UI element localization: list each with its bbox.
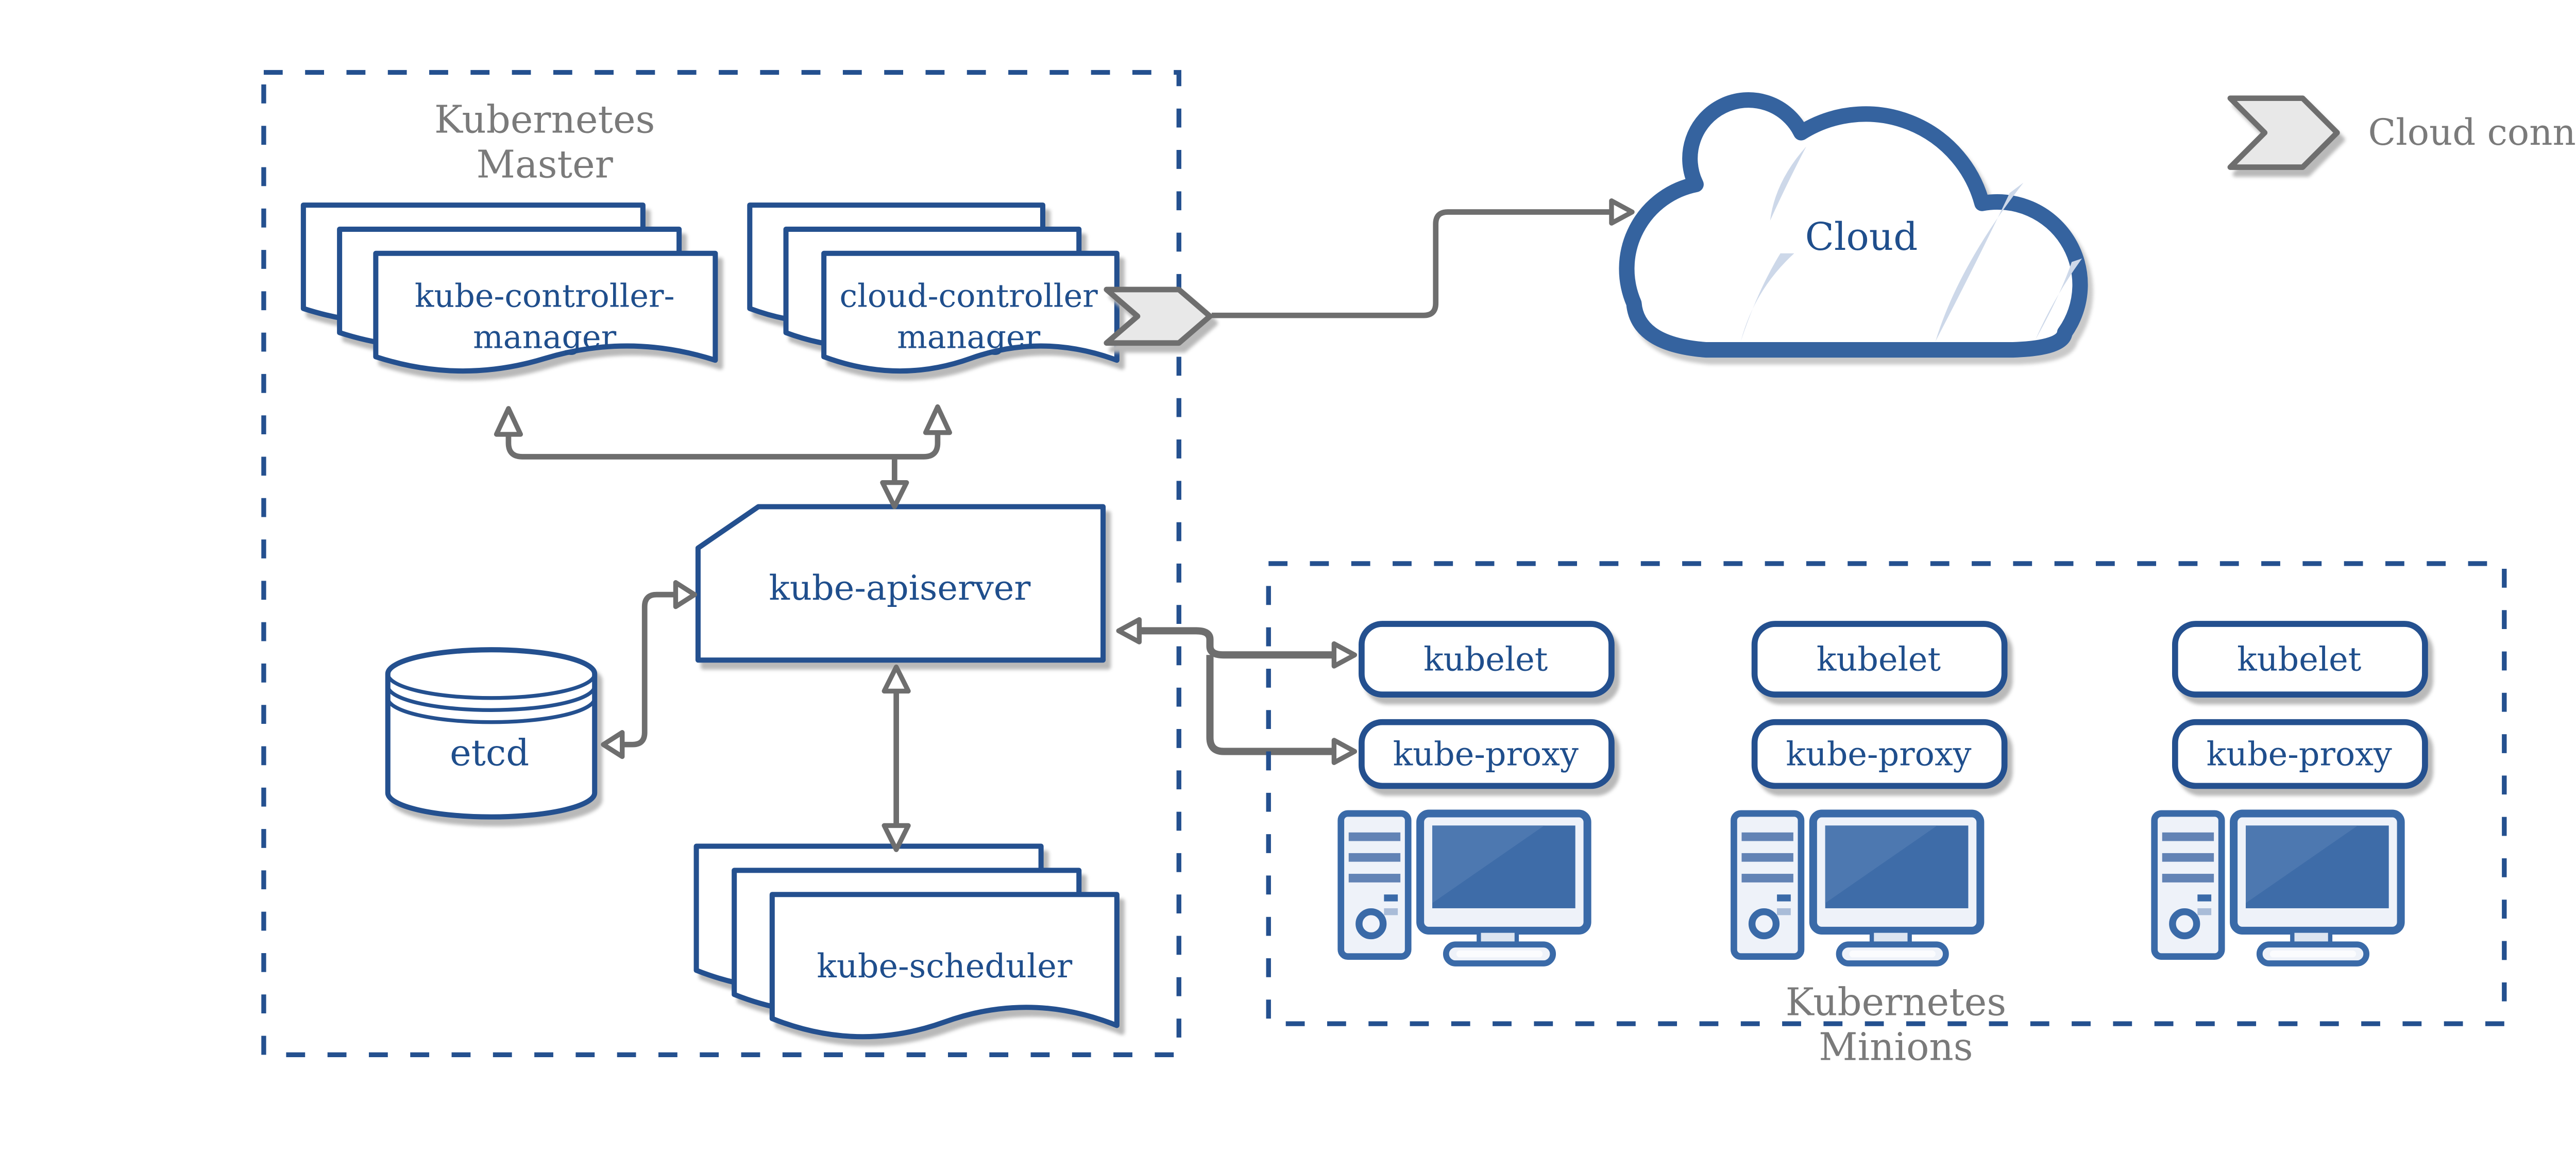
kubelet-label: kubelet [1817, 640, 1941, 678]
tower-slot-2 [1348, 853, 1401, 862]
legend-cloud-connector-icon [2227, 95, 2340, 170]
minion-node-3: kubelet kube-proxy [2151, 621, 2428, 967]
cloud-shape [1619, 92, 2088, 358]
kubelet-box [2172, 621, 2428, 698]
kube-proxy-label: kube-proxy [1393, 735, 1579, 773]
tower-slot-2 [1741, 853, 1793, 862]
tower-power-button [1355, 908, 1387, 940]
kube-proxy-box [1359, 719, 1615, 789]
kube-scheduler-node: kube-scheduler [693, 843, 1120, 1040]
kube-proxy-box [2172, 719, 2428, 789]
apiserver-etcd-line [615, 591, 676, 748]
controllers-merge-line [505, 431, 941, 460]
kubernetes-master-group: Kubernetes Master kube-controller- manag… [261, 70, 1213, 1058]
connector-arrows [494, 198, 1635, 852]
legend-cloud-connector-label: Cloud connector [2368, 111, 2576, 154]
monitor [2230, 809, 2405, 967]
tower-slot-2 [2162, 853, 2214, 862]
tower-button-1 [1777, 894, 1791, 902]
cloud-controller-manager-label-line2: manager [897, 319, 1041, 356]
etcd-cylinder-ring-2 [386, 686, 597, 712]
arrowhead-into-kube-controller-manager [494, 406, 523, 437]
kube-controller-manager-label-line1: kube-controller- [415, 277, 675, 314]
monitor-screen-highlight [1825, 825, 1938, 903]
kube-proxy-label: kube-proxy [1786, 735, 1971, 773]
etcd-node: etcd [385, 647, 598, 820]
cloud-controller-manager-node: cloud-controller manager [747, 202, 1120, 374]
master-label-line1: Kubernetes [434, 98, 655, 142]
etcd-label: etcd [450, 732, 529, 774]
cloud-controller-manager-label-line1: cloud-controller [839, 277, 1098, 314]
master-label-line2: Master [477, 143, 614, 187]
tower-slot-1 [2162, 832, 2214, 841]
tower-slot-3 [1348, 874, 1401, 883]
cloud-controller-manager-card-front [821, 250, 1120, 374]
kube-controller-manager-card-front [373, 250, 718, 374]
etcd-cylinder [385, 647, 598, 820]
arrowhead-into-kube-scheduler [882, 823, 911, 852]
kube-apiserver-shape [695, 504, 1106, 663]
computer-icon [1337, 809, 1591, 967]
minion-node-2: kubelet kube-proxy [1731, 621, 2008, 967]
kubelet-label: kubelet [1423, 640, 1548, 678]
tower-button-1 [1384, 894, 1398, 902]
computer-icon [1731, 809, 1985, 967]
tower-slot-1 [1348, 832, 1401, 841]
etcd-cylinder-ring-1 [386, 673, 597, 700]
kube-controller-manager-label-line2: manager [473, 319, 617, 356]
monitor-base-slot [2269, 950, 2357, 958]
kubelet-box [1359, 621, 1615, 698]
kube-apiserver-label: kube-apiserver [769, 568, 1030, 608]
minions-label-line2: Minions [1819, 1025, 1973, 1069]
tower-button-2 [1384, 908, 1398, 915]
cloud-node: Cloud [1619, 92, 2088, 358]
arrowhead-into-kube-proxy [1331, 738, 1358, 765]
kube-scheduler-label: kube-scheduler [817, 947, 1072, 985]
legend: Cloud connector [2227, 95, 2576, 170]
tower-button-2 [2197, 908, 2212, 915]
tower-slot-3 [1741, 874, 1793, 883]
tower-button-1 [2197, 894, 2212, 902]
arrowhead-into-cloud [1609, 198, 1635, 226]
minion-node-1: kubelet kube-proxy [1337, 621, 1615, 967]
tower-slot-3 [2162, 874, 2214, 883]
minions-boundary-box [1266, 561, 2507, 1026]
kube-apiserver-node: kube-apiserver [695, 504, 1106, 663]
master-boundary-box [261, 70, 1181, 1058]
kube-scheduler-card-front [769, 892, 1120, 1040]
kube-proxy-box [1751, 719, 2008, 789]
monitor-base-slot [1849, 950, 1936, 958]
monitor-base-slot [1456, 950, 1543, 958]
connector-to-cloud-line [1211, 209, 1612, 318]
monitor-screen-highlight [2246, 825, 2358, 903]
arrowhead-into-cloud-controller-manager [923, 404, 953, 435]
tower-slot-1 [1741, 832, 1793, 841]
kubelet-label: kubelet [2237, 640, 2362, 678]
kube-controller-manager-node: kube-controller- manager [300, 202, 718, 374]
arrowhead-into-kube-apiserver-left [673, 580, 697, 609]
tower-power-button [2169, 908, 2200, 940]
arrowhead-into-kubelet [1331, 641, 1358, 669]
arrowhead-into-kube-apiserver-top [880, 480, 909, 510]
arrowhead-into-kube-apiserver-right [1116, 617, 1142, 645]
monitor [1809, 809, 1985, 967]
apiserver-kubelet-line [1139, 627, 1334, 659]
monitor-screen-highlight [1432, 825, 1545, 903]
tower-button-2 [1777, 908, 1791, 915]
tower-power-button [1748, 908, 1780, 940]
cloud-connector-icon [1104, 286, 1213, 346]
kubelet-box [1751, 621, 2008, 698]
computer-icon [2151, 809, 2405, 967]
arrowhead-into-etcd [601, 730, 625, 759]
etcd-cylinder-ring-3 [386, 698, 597, 724]
monitor [1416, 809, 1591, 967]
apiserver-kubeproxy-line [1206, 655, 1334, 755]
arrowhead-into-kube-apiserver-bottom [882, 664, 911, 694]
kube-proxy-label: kube-proxy [2207, 735, 2392, 773]
minions-label-line1: Kubernetes [1786, 980, 2006, 1024]
cloud-label: Cloud [1805, 215, 1918, 259]
kubernetes-minions-group: kubelet kube-proxy [1266, 561, 2507, 1069]
